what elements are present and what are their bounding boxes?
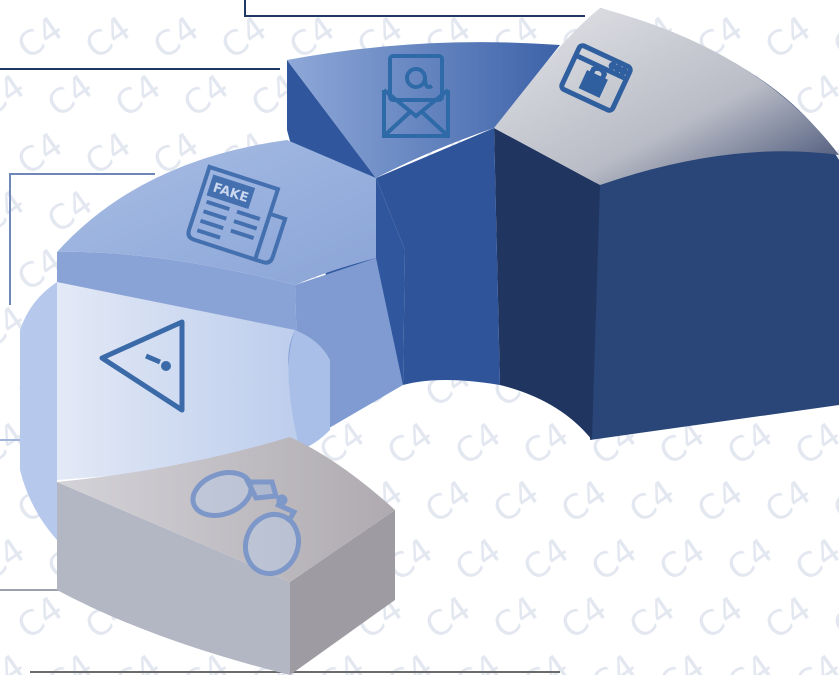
watermark-text: C4: [758, 9, 818, 68]
watermark-text: C4: [826, 9, 839, 68]
watermark-text: C4: [486, 473, 546, 532]
watermark-text: C4: [622, 589, 682, 648]
watermark-text: C4: [40, 67, 100, 126]
watermark-text: C4: [584, 531, 644, 590]
watermark-text: C4: [108, 647, 168, 675]
watermark-text: C4: [0, 67, 32, 126]
watermark-text: C4: [176, 67, 236, 126]
connector-top: [245, 0, 585, 16]
watermark-text: C4: [652, 531, 712, 590]
watermark-text: C4: [720, 415, 780, 474]
watermark-text: C4: [720, 531, 780, 590]
watermark-text: C4: [108, 67, 168, 126]
watermark-text: C4: [418, 589, 478, 648]
watermark-text: C4: [652, 647, 712, 675]
watermark-text: C4: [584, 647, 644, 675]
watermark-text: C4: [0, 357, 2, 416]
watermark-text: C4: [0, 241, 2, 300]
watermark-text: C4: [486, 589, 546, 648]
segment-web-lock: [494, 8, 839, 440]
watermark-text: C4: [758, 473, 818, 532]
watermark-text: C4: [0, 183, 32, 242]
watermark-text: C4: [690, 589, 750, 648]
watermark-text: C4: [720, 647, 780, 675]
watermark-text: C4: [516, 415, 576, 474]
watermark-text: C4: [78, 9, 138, 68]
watermark-text: C4: [826, 473, 839, 532]
watermark-text: C4: [0, 125, 2, 184]
watermark-text: C4: [448, 531, 508, 590]
watermark-text: C4: [418, 473, 478, 532]
watermark-text: C4: [0, 647, 32, 675]
watermark-text: C4: [788, 647, 839, 675]
watermark-text: C4: [554, 473, 614, 532]
watermark-text: C4: [690, 473, 750, 532]
watermark-text: C4: [516, 531, 576, 590]
watermark-text: C4: [758, 589, 818, 648]
watermark-text: C4: [788, 415, 839, 474]
watermark-text: C4: [622, 473, 682, 532]
watermark-text: C4: [0, 9, 2, 68]
watermark-text: C4: [146, 9, 206, 68]
watermark-text: C4: [788, 531, 839, 590]
watermark-text: C4: [448, 415, 508, 474]
watermark-text: C4: [0, 473, 2, 532]
watermark-text: C4: [214, 9, 274, 68]
watermark-text: C4: [0, 589, 2, 648]
watermark-text: C4: [516, 647, 576, 675]
watermark-text: C4: [554, 589, 614, 648]
watermark-text: C4: [10, 9, 70, 68]
watermark-text: C4: [380, 415, 440, 474]
watermark-text: C4: [448, 647, 508, 675]
watermark-text: C4: [40, 647, 100, 675]
watermark-text: C4: [380, 647, 440, 675]
watermark-text: C4: [10, 589, 70, 648]
watermark-text: C4: [826, 589, 839, 648]
watermark-text: C4: [0, 531, 32, 590]
